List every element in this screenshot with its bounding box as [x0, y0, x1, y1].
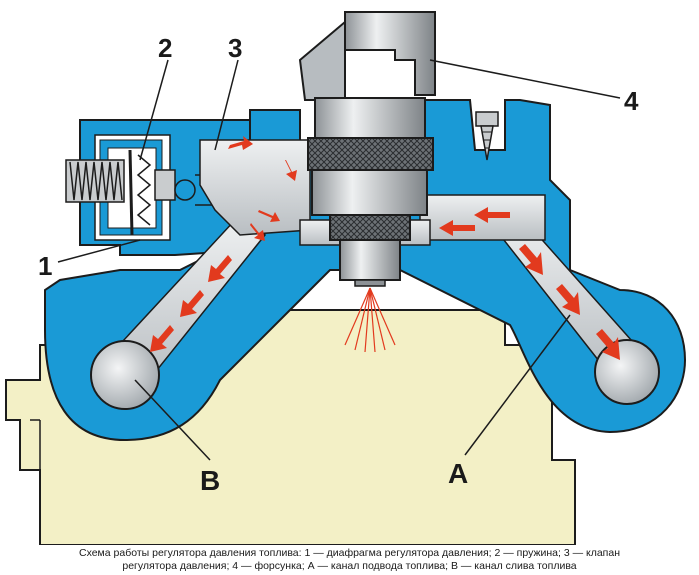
- leader-line-4: [429, 59, 621, 99]
- leader-line-b: [134, 379, 211, 461]
- fuel-flow-arrow: [556, 284, 580, 315]
- fuel-flow-arrow: [258, 210, 280, 222]
- leader-line-3: [214, 59, 239, 151]
- leader-line-a: [464, 314, 571, 456]
- fuel-spray-icon: [344, 287, 396, 353]
- injector-icon: [298, 11, 436, 287]
- label-4: 4: [624, 86, 639, 116]
- fuel-flow-arrow: [285, 160, 297, 181]
- fuel-flow-arrow: [150, 325, 174, 352]
- spring-icon: [65, 159, 125, 203]
- label-b: B: [200, 465, 220, 496]
- caption-line-1: Схема работы регулятора давления топлива…: [79, 547, 620, 559]
- fuel-flow-arrow: [228, 136, 253, 150]
- label-a: A: [448, 458, 468, 489]
- fuel-flow-arrow: [250, 223, 265, 241]
- fuel-flow-arrow: [474, 207, 510, 223]
- leader-line-2: [139, 59, 169, 161]
- leader-lines: [57, 59, 621, 461]
- supply-port-a: [594, 339, 660, 405]
- fuel-flow-arrow: [519, 244, 543, 275]
- fuel-flow-arrow: [439, 220, 475, 236]
- fuel-flow-arrow: [208, 255, 232, 282]
- screw-icon: [475, 111, 499, 161]
- diaphragm-icon: [128, 149, 176, 236]
- fuel-flow-arrows: [150, 136, 620, 360]
- leader-line-1: [57, 239, 141, 263]
- label-3: 3: [228, 33, 242, 63]
- label-2: 2: [158, 33, 172, 63]
- figure-caption: Схема работы регулятора давления топлива…: [4, 547, 695, 573]
- fuel-flow-arrow: [596, 329, 620, 360]
- caption-line-2: регулятора давления; 4 — форсунка; А — к…: [122, 560, 577, 572]
- fuel-pressure-regulator-diagram: 1 2 3 4 A B: [5, 11, 687, 545]
- label-1: 1: [38, 251, 52, 281]
- fuel-flow-arrow: [180, 290, 204, 317]
- return-port-b: [90, 340, 160, 410]
